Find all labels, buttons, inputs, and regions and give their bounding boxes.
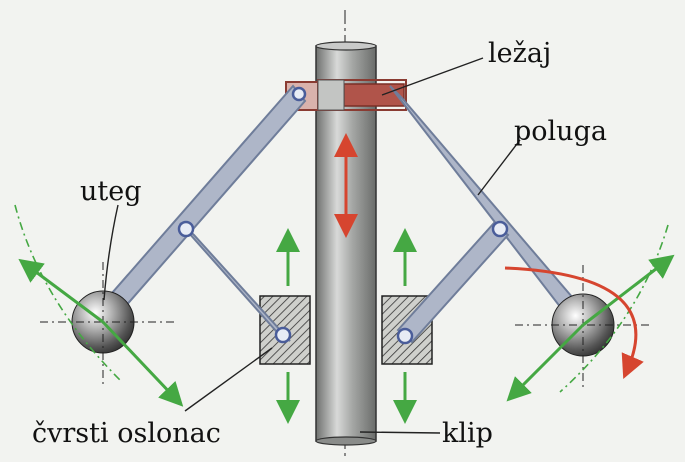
green-arrows xyxy=(18,228,675,424)
piston-shaft xyxy=(315,41,377,446)
lever-right xyxy=(389,85,592,344)
label-weight: uteg xyxy=(80,176,142,207)
label-bearing: ležaj xyxy=(488,38,552,69)
label-fixed-support: čvrsti oslonac xyxy=(32,418,221,449)
label-lever: poluga xyxy=(514,116,607,147)
pivot-joints xyxy=(177,86,509,345)
swing-arcs xyxy=(14,204,669,393)
label-piston: klip xyxy=(442,418,493,449)
leader-lines xyxy=(103,57,521,434)
red-arrows xyxy=(334,133,644,380)
